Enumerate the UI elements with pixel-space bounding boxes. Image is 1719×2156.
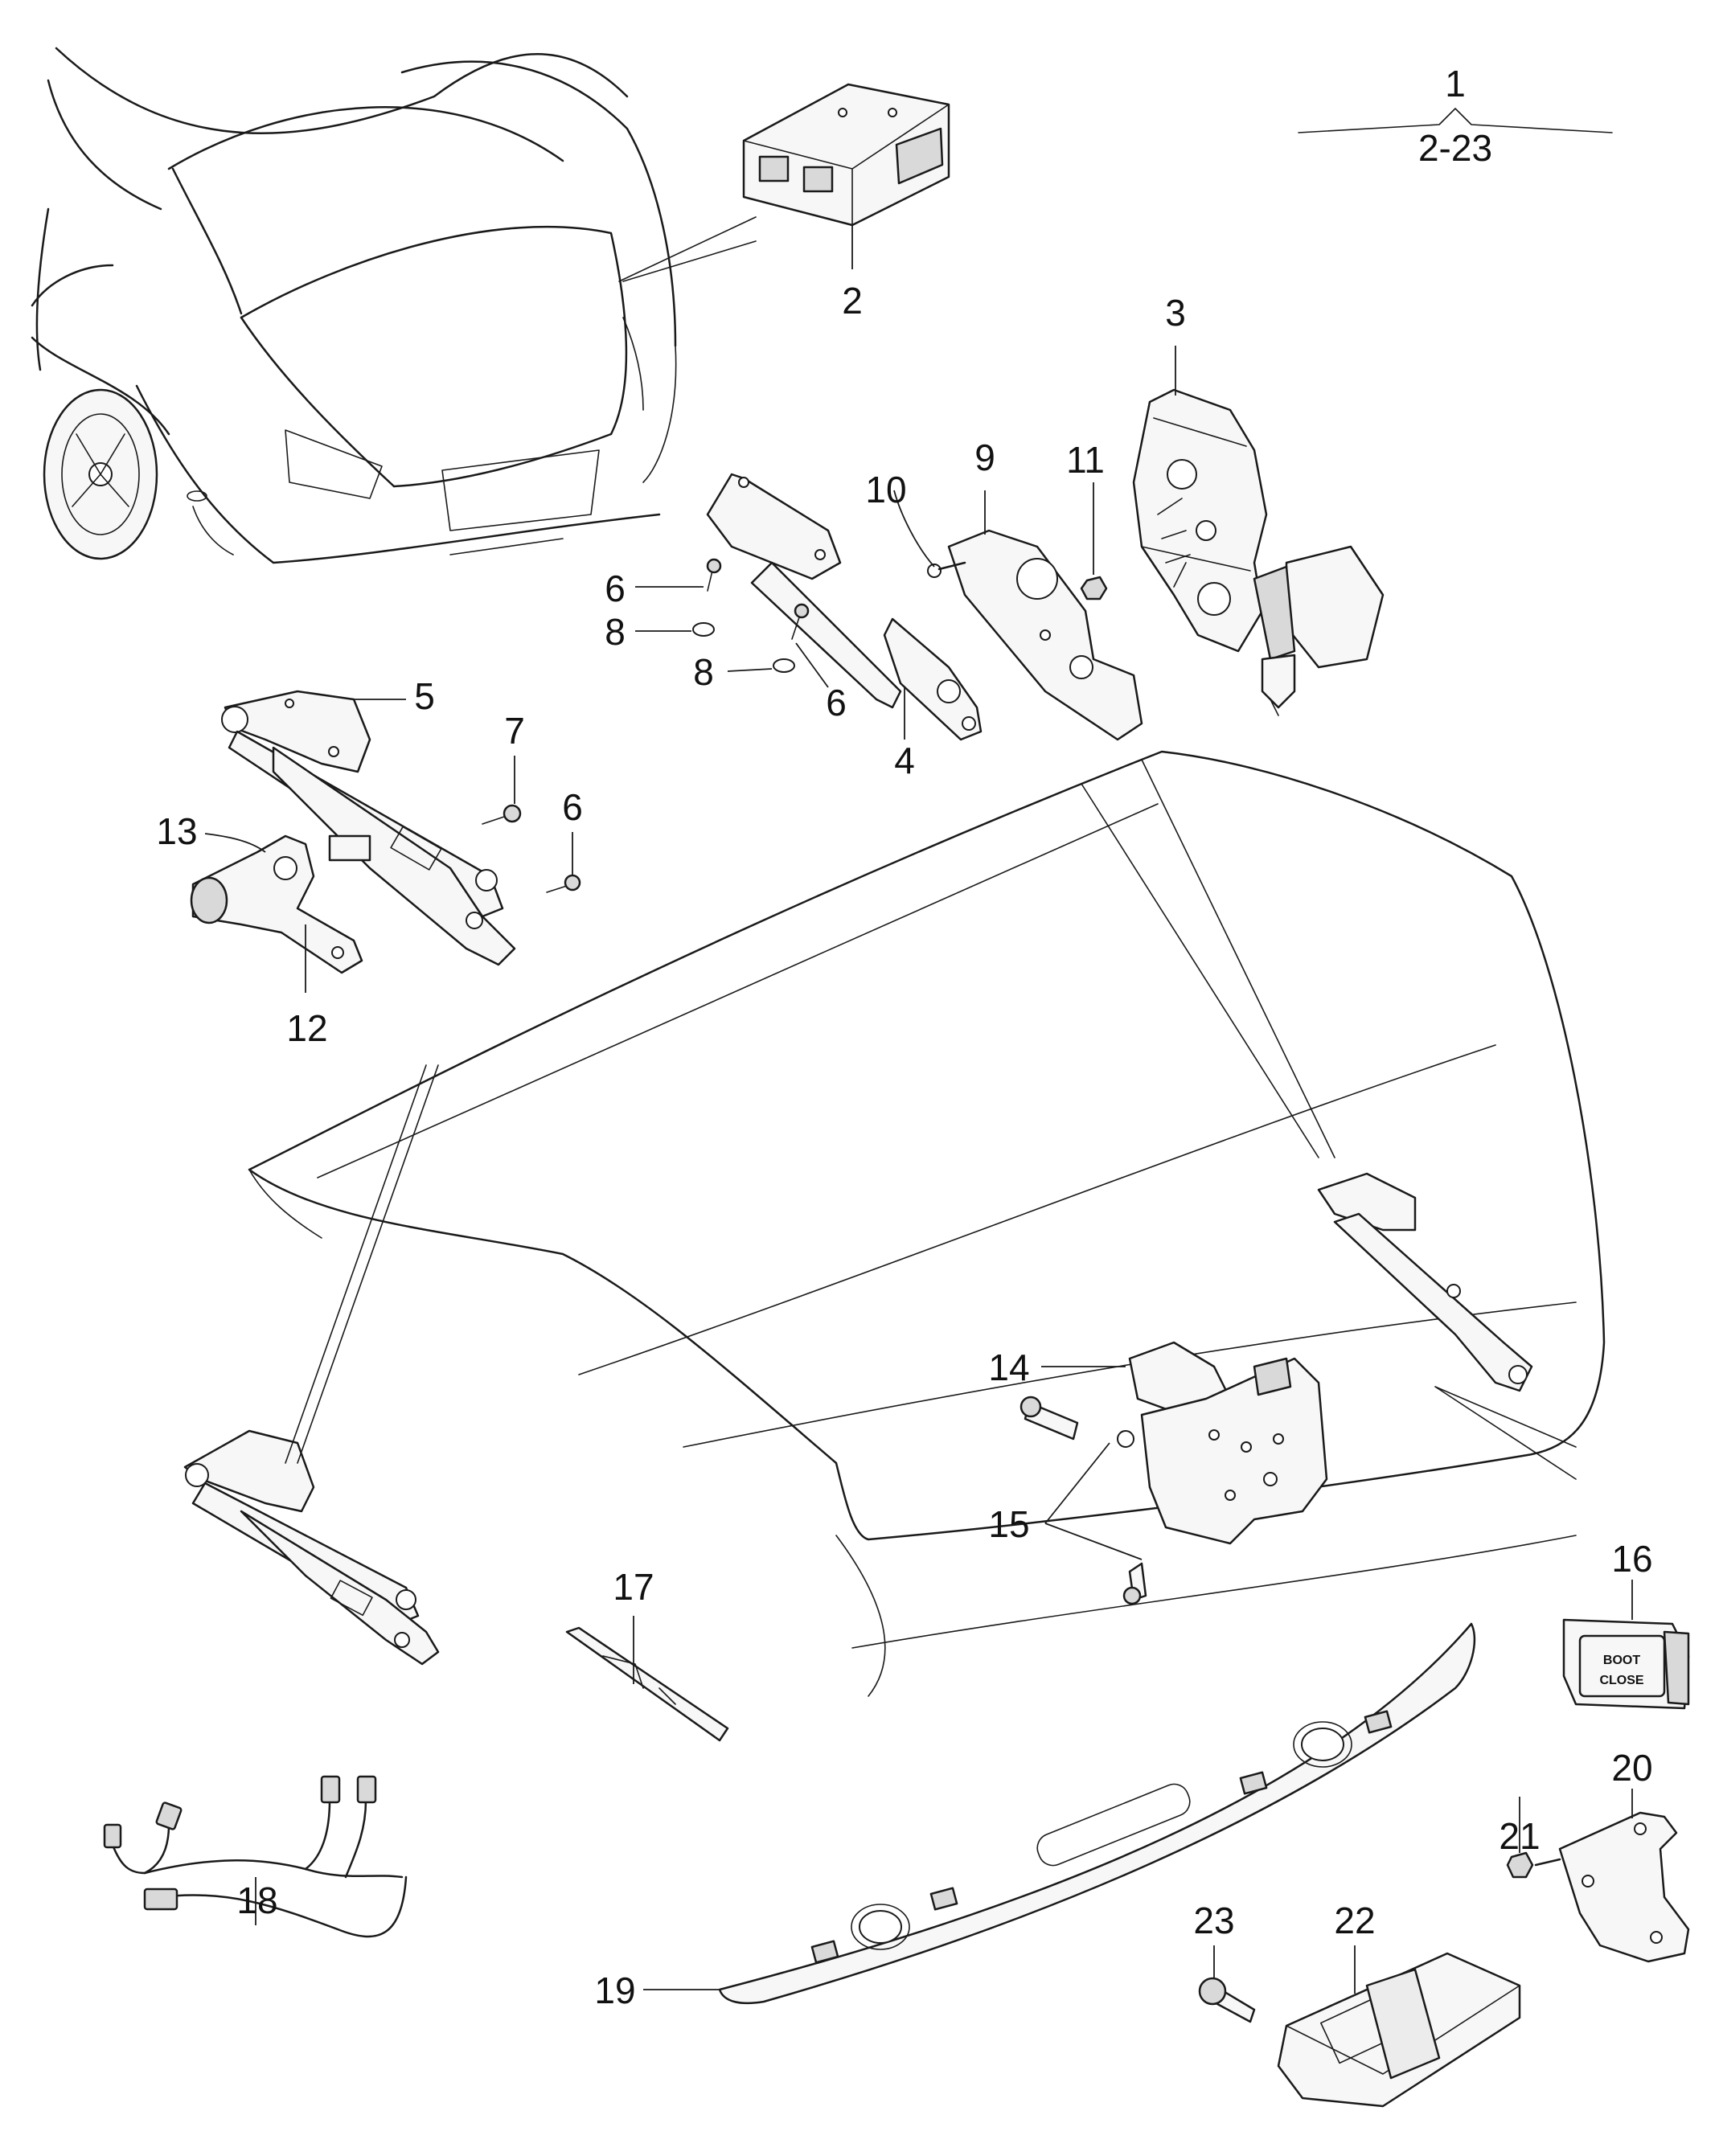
control-module-part[interactable] bbox=[742, 83, 950, 269]
clip-strip-part[interactable] bbox=[565, 1616, 729, 1742]
assembly-range-bracket bbox=[1298, 108, 1613, 133]
boot-latch-part[interactable] bbox=[1041, 1341, 1328, 1545]
callout-8b: 8 bbox=[693, 651, 714, 693]
hinge-link-part[interactable] bbox=[190, 833, 363, 993]
callout-6a: 6 bbox=[605, 568, 626, 609]
bolt-15[interactable] bbox=[1020, 1396, 1147, 1605]
screw-6-lower[interactable] bbox=[791, 603, 829, 688]
screw-6-left[interactable] bbox=[546, 832, 581, 893]
callout-20: 20 bbox=[1611, 1747, 1652, 1789]
car-rear-illustration bbox=[31, 47, 677, 564]
screw-part-10[interactable] bbox=[893, 490, 966, 578]
callout-4: 4 bbox=[894, 740, 915, 781]
lid-hinge-left bbox=[183, 1429, 440, 1666]
callout-16: 16 bbox=[1611, 1538, 1652, 1580]
callout-10: 10 bbox=[865, 469, 906, 510]
wiring-harness-part[interactable] bbox=[103, 1775, 408, 1938]
callout-15: 15 bbox=[988, 1503, 1029, 1545]
callout-6c: 6 bbox=[562, 786, 583, 828]
callout-5: 5 bbox=[414, 675, 435, 717]
nut-part-11[interactable] bbox=[1080, 482, 1108, 600]
callout-8a: 8 bbox=[605, 611, 626, 653]
callout-23: 23 bbox=[1193, 1900, 1234, 1941]
callout-3: 3 bbox=[1165, 292, 1186, 334]
boot-close-switch-part[interactable]: BOOT CLOSE bbox=[1562, 1580, 1690, 1710]
washer-8-lower[interactable] bbox=[727, 658, 795, 673]
boot-trim-panel-part[interactable] bbox=[643, 1622, 1476, 2005]
boot-motor-part[interactable] bbox=[1132, 346, 1385, 716]
callout-21: 21 bbox=[1499, 1815, 1540, 1857]
callout-13: 13 bbox=[156, 810, 197, 852]
callout-6b: 6 bbox=[826, 682, 847, 723]
callout-9: 9 bbox=[974, 437, 995, 478]
screw-6-upper[interactable] bbox=[635, 558, 722, 592]
callout-19: 19 bbox=[594, 1970, 635, 2011]
callout-17: 17 bbox=[613, 1566, 654, 1608]
hinge-assembly-part[interactable] bbox=[221, 690, 516, 966]
hinge-arm-part[interactable] bbox=[706, 473, 983, 741]
screw-7[interactable] bbox=[482, 756, 522, 825]
electronic-unit-part[interactable] bbox=[1277, 1945, 1521, 2108]
callout-2: 2 bbox=[842, 280, 863, 322]
boot-close-label-line1: BOOT bbox=[1603, 1654, 1640, 1667]
lid-hinge-right bbox=[1317, 1172, 1533, 1392]
callout-18: 18 bbox=[236, 1879, 277, 1921]
callout-1: 1 bbox=[1445, 63, 1466, 105]
nut-part-21[interactable] bbox=[1506, 1797, 1561, 1879]
callout-11: 11 bbox=[1066, 439, 1105, 481]
washer-8-upper[interactable] bbox=[635, 622, 715, 637]
callout-14: 14 bbox=[988, 1346, 1029, 1388]
callout-7: 7 bbox=[504, 710, 525, 752]
bolt-23[interactable] bbox=[1198, 1945, 1256, 2023]
boot-close-label-line2: CLOSE bbox=[1599, 1674, 1643, 1687]
callout-22: 22 bbox=[1334, 1900, 1375, 1941]
hinge-bracket-part[interactable] bbox=[947, 490, 1143, 741]
callout-1-range: 2-23 bbox=[1418, 127, 1492, 169]
callout-labels: 1 2-23 2 3 9 10 11 6 8 8 6 4 5 7 6 13 12… bbox=[156, 63, 1652, 2011]
mounting-bracket-part[interactable] bbox=[1558, 1789, 1690, 1963]
callout-12: 12 bbox=[286, 1007, 327, 1049]
